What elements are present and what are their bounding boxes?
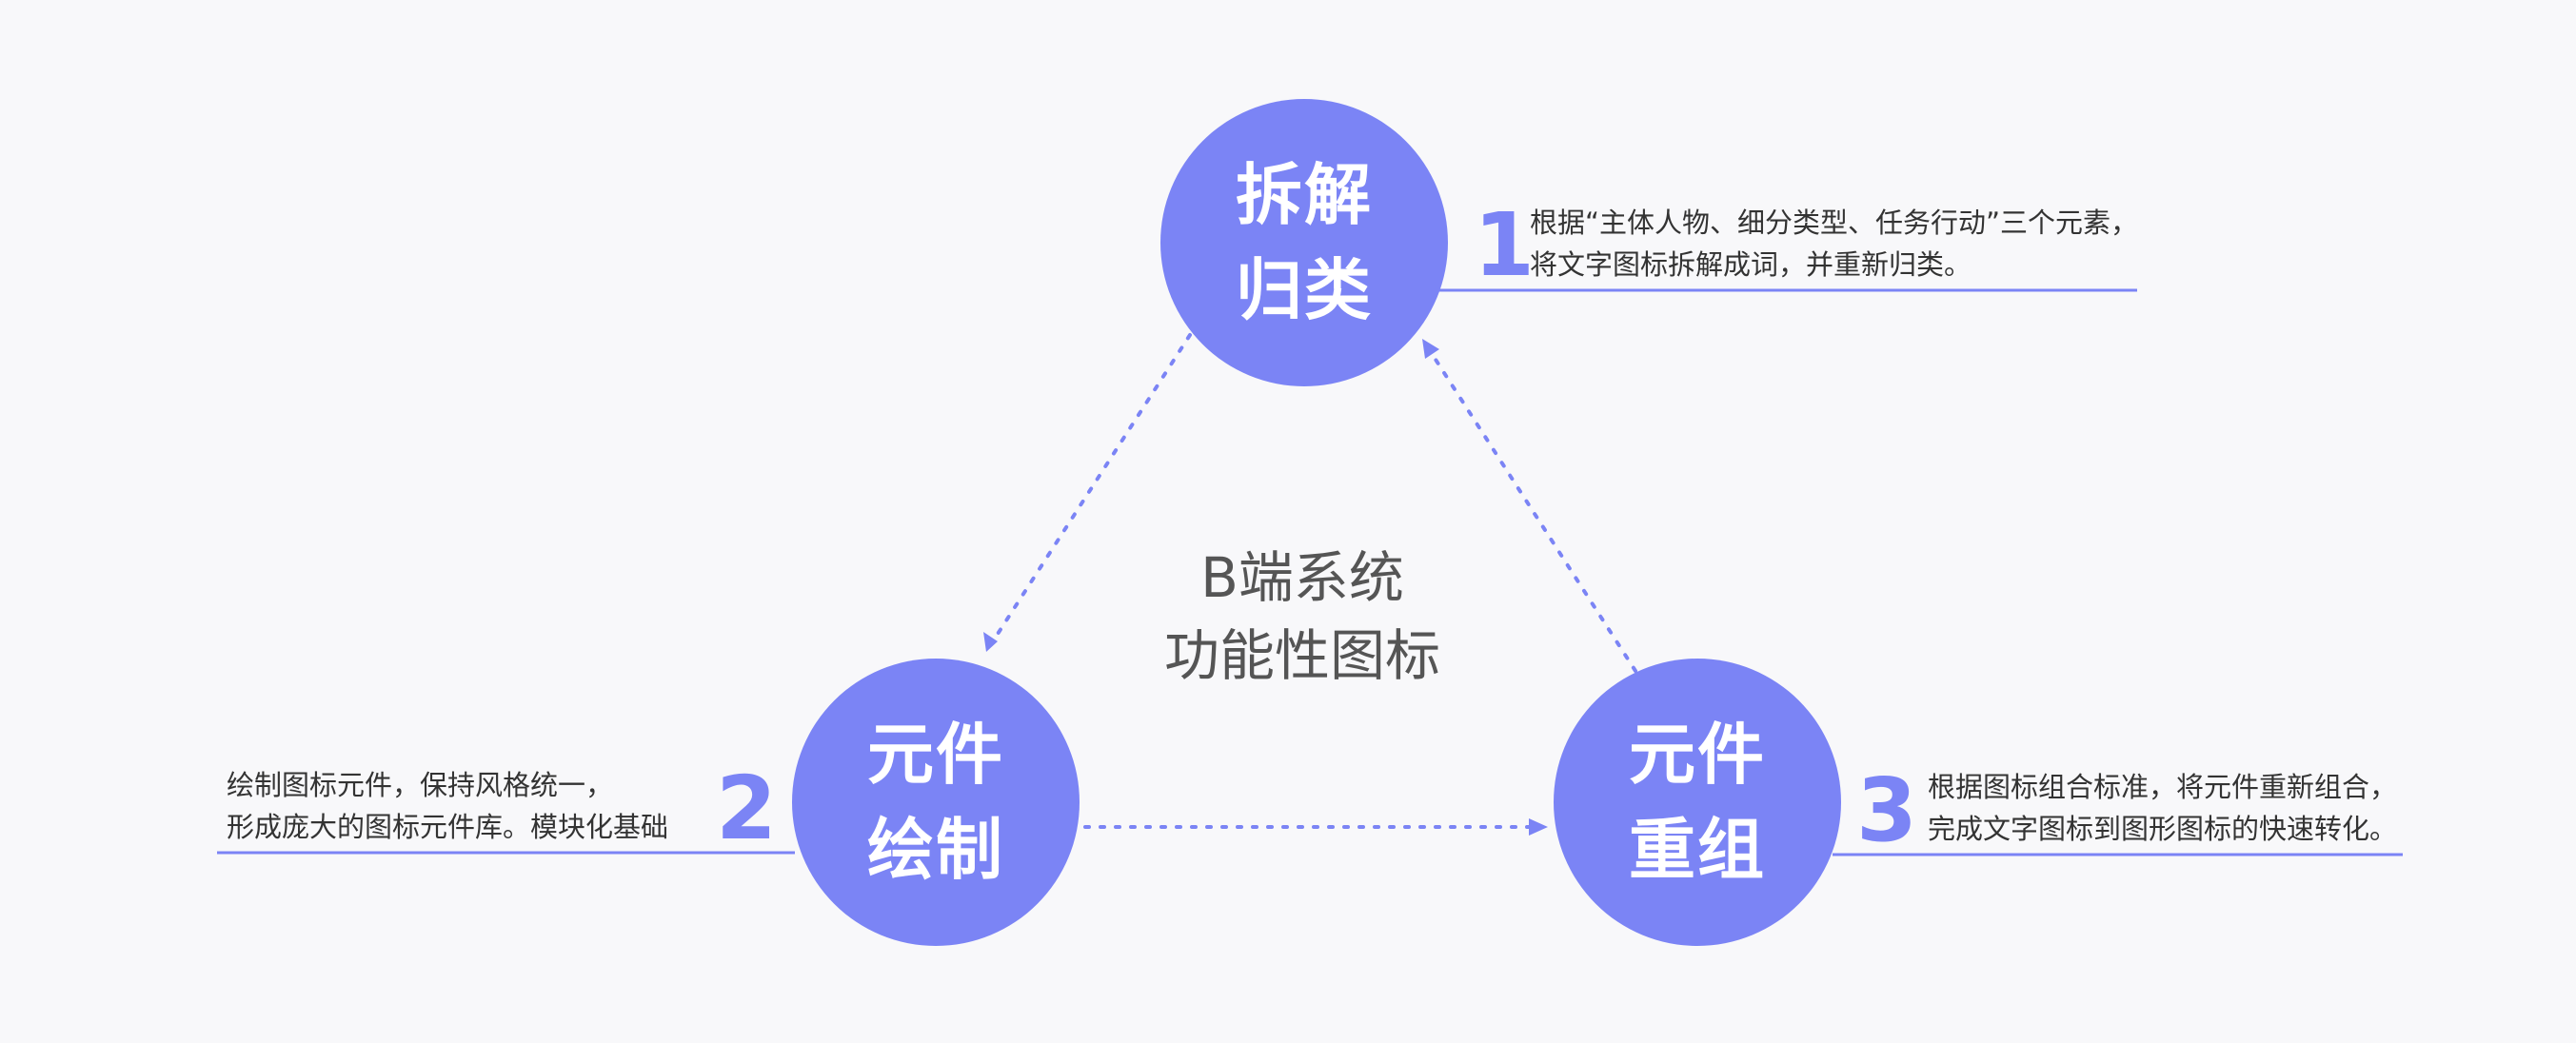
node-left-number: 2 bbox=[716, 758, 778, 859]
arrowhead-left-to-right bbox=[1529, 818, 1548, 836]
node-right-number: 3 bbox=[1856, 759, 1918, 861]
node-right-line2: 重组 bbox=[1629, 811, 1766, 889]
node-right-line1: 元件 bbox=[1629, 716, 1766, 794]
node-right-desc-line2: 完成文字图标到图形图标的快速转化。 bbox=[1928, 813, 2398, 845]
node-top-desc-line2: 将文字图标拆解成词，并重新归类。 bbox=[1530, 248, 1972, 281]
arrow-right-to-top bbox=[1429, 350, 1637, 673]
node-top-circle: 拆解 归类 bbox=[1160, 99, 1448, 386]
center-label-line2: 功能性图标 bbox=[1163, 623, 1440, 688]
node-left-description: 绘制图标元件，保持风格统一， 形成庞大的图标元件库。模块化基础 bbox=[227, 764, 668, 848]
node-top-line1: 拆解 bbox=[1236, 156, 1373, 234]
node-left-line1: 元件 bbox=[867, 716, 1004, 794]
node-left-line2: 绘制 bbox=[867, 811, 1004, 889]
node-top-line2: 归类 bbox=[1236, 251, 1373, 329]
node-top-number: 1 bbox=[1474, 194, 1536, 296]
arrow-top-to-left bbox=[989, 333, 1192, 646]
arrowhead-right-to-top bbox=[1422, 339, 1439, 359]
node-right-description: 根据图标组合标准，将元件重新组合， 完成文字图标到图形图标的快速转化。 bbox=[1928, 766, 2397, 850]
node-top-desc-line1: 根据“主体人物、细分类型、任务行动”三个元素， bbox=[1530, 207, 2139, 239]
node-top-description: 根据“主体人物、细分类型、任务行动”三个元素， 将文字图标拆解成词，并重新归类。 bbox=[1530, 202, 2138, 285]
node-left-desc-line1: 绘制图标元件，保持风格统一， bbox=[227, 769, 614, 801]
node-left-desc-line2: 形成庞大的图标元件库。模块化基础 bbox=[227, 811, 669, 843]
arrowhead-top-to-left bbox=[983, 632, 998, 652]
node-right-circle: 元件 重组 bbox=[1554, 659, 1841, 946]
node-left-circle: 元件 绘制 bbox=[792, 659, 1080, 946]
node-right-desc-line1: 根据图标组合标准，将元件重新组合， bbox=[1928, 771, 2398, 803]
center-label-line1: B端系统 bbox=[1200, 545, 1404, 610]
center-label: B端系统 功能性图标 bbox=[1064, 539, 1540, 695]
